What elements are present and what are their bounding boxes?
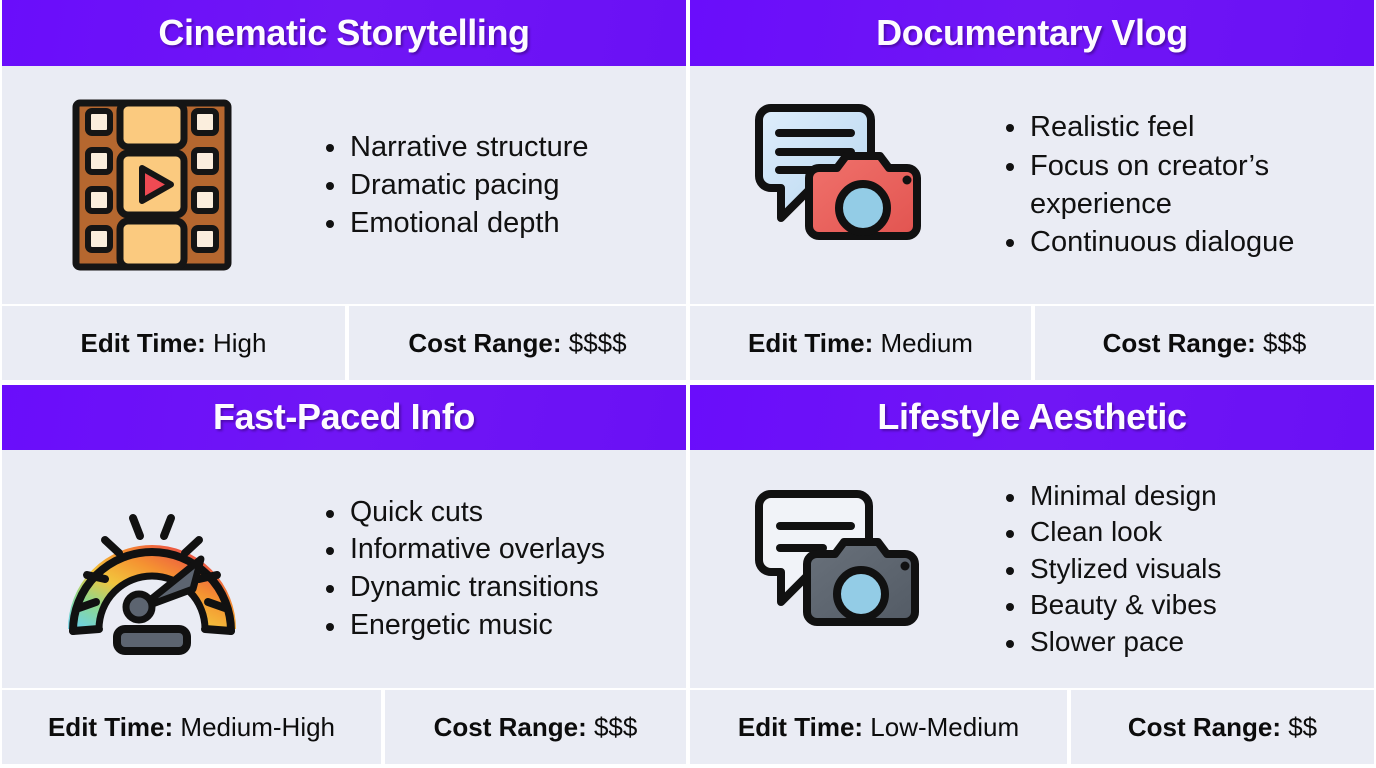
edit-time-value: Medium-High: [180, 711, 336, 742]
feature-list-container: Quick cuts Informative overlays Dynamic …: [302, 450, 686, 688]
quadrant-cinematic-storytelling: Cinematic Storytelling: [0, 0, 688, 384]
quadrant-lifestyle-aesthetic: Lifestyle Aesthetic: [688, 384, 1376, 768]
quadrant-title: Cinematic Storytelling: [158, 12, 530, 53]
quadrant-title: Lifestyle Aesthetic: [877, 396, 1187, 437]
cost-range-value: $$: [1288, 711, 1318, 742]
edit-time-label: Edit Time:: [748, 327, 881, 358]
edit-time-cell: Edit Time: Low-Medium: [690, 690, 1067, 764]
quadrant-header-fast-paced-info: Fast-Paced Info: [0, 384, 688, 450]
list-item: Focus on creator’s experience: [1004, 147, 1374, 224]
edit-time-value: Low-Medium: [870, 711, 1020, 742]
cost-range-value: $$$: [593, 711, 638, 742]
quadrant-header-documentary-vlog: Documentary Vlog: [688, 0, 1376, 66]
film-strip-icon: [2, 66, 302, 304]
quadrant-footer: Edit Time: High Cost Range: $$$$: [0, 304, 688, 384]
column-divider: [687, 0, 689, 768]
quadrant-body: Realistic feel Focus on creator’s experi…: [688, 66, 1376, 304]
list-item: Realistic feel: [1004, 108, 1374, 146]
quadrant-body: Quick cuts Informative overlays Dynamic …: [0, 450, 688, 688]
list-item: Continuous dialogue: [1004, 223, 1374, 261]
speech-bubble-camera-red-icon: [690, 66, 982, 304]
cost-range-cell: Cost Range: $$$: [1035, 306, 1374, 380]
speech-bubble-camera-gray-icon: [690, 450, 982, 688]
speedometer-gauge-icon: [2, 450, 302, 688]
list-item: Minimal design: [1004, 478, 1221, 514]
quadrant-footer: Edit Time: Low-Medium Cost Range: $$: [688, 688, 1376, 768]
list-item: Narrative structure: [324, 128, 589, 166]
edit-time-value: High: [212, 327, 267, 358]
cost-range-cell: Cost Range: $$: [1071, 690, 1374, 764]
quadrant-footer: Edit Time: Medium-High Cost Range: $$$: [0, 688, 688, 768]
list-item: Clean look: [1004, 514, 1221, 550]
feature-list-container: Narrative structure Dramatic pacing Emot…: [302, 66, 686, 304]
cost-range-value: $$$: [1262, 327, 1307, 358]
feature-list: Minimal design Clean look Stylized visua…: [982, 478, 1221, 660]
list-item: Dynamic transitions: [324, 569, 605, 607]
quadrant-header-lifestyle-aesthetic: Lifestyle Aesthetic: [688, 384, 1376, 450]
list-item: Slower pace: [1004, 624, 1221, 660]
cost-range-cell: Cost Range: $$$: [385, 690, 686, 764]
list-item: Dramatic pacing: [324, 166, 589, 204]
cost-range-label: Cost Range:: [408, 327, 569, 358]
quadrant-fast-paced-info: Fast-Paced Info: [0, 384, 688, 768]
edit-time-cell: Edit Time: Medium-High: [2, 690, 381, 764]
list-item: Informative overlays: [324, 531, 605, 569]
quadrant-body: Narrative structure Dramatic pacing Emot…: [0, 66, 688, 304]
edit-time-value: Medium: [880, 327, 973, 358]
cost-range-label: Cost Range:: [433, 711, 594, 742]
quadrant-documentary-vlog: Documentary Vlog: [688, 0, 1376, 384]
cost-range-cell: Cost Range: $$$$: [349, 306, 686, 380]
quadrant-body: Minimal design Clean look Stylized visua…: [688, 450, 1376, 688]
edit-time-label: Edit Time:: [80, 327, 213, 358]
quadrant-header-cinematic-storytelling: Cinematic Storytelling: [0, 0, 688, 66]
quadrant-title: Documentary Vlog: [876, 12, 1188, 53]
feature-list: Realistic feel Focus on creator’s experi…: [982, 108, 1374, 261]
edit-time-label: Edit Time:: [47, 711, 181, 742]
feature-list: Narrative structure Dramatic pacing Emot…: [302, 128, 589, 243]
edit-time-cell: Edit Time: High: [2, 306, 345, 380]
feature-list-container: Realistic feel Focus on creator’s experi…: [982, 66, 1374, 304]
edit-time-cell: Edit Time: Medium: [690, 306, 1031, 380]
list-item: Quick cuts: [324, 494, 605, 532]
quadrant-footer: Edit Time: Medium Cost Range: $$$: [688, 304, 1376, 384]
edit-time-label: Edit Time:: [737, 711, 871, 742]
cost-range-value: $$$$: [568, 327, 627, 358]
cost-range-label: Cost Range:: [1127, 711, 1289, 742]
quadrant-title: Fast-Paced Info: [212, 396, 476, 437]
feature-list: Quick cuts Informative overlays Dynamic …: [302, 494, 605, 644]
feature-list-container: Minimal design Clean look Stylized visua…: [982, 450, 1374, 688]
list-item: Beauty & vibes: [1004, 587, 1221, 623]
cost-range-label: Cost Range:: [1102, 327, 1263, 358]
list-item: Energetic music: [324, 607, 605, 645]
list-item: Emotional depth: [324, 204, 589, 242]
list-item: Stylized visuals: [1004, 551, 1221, 587]
